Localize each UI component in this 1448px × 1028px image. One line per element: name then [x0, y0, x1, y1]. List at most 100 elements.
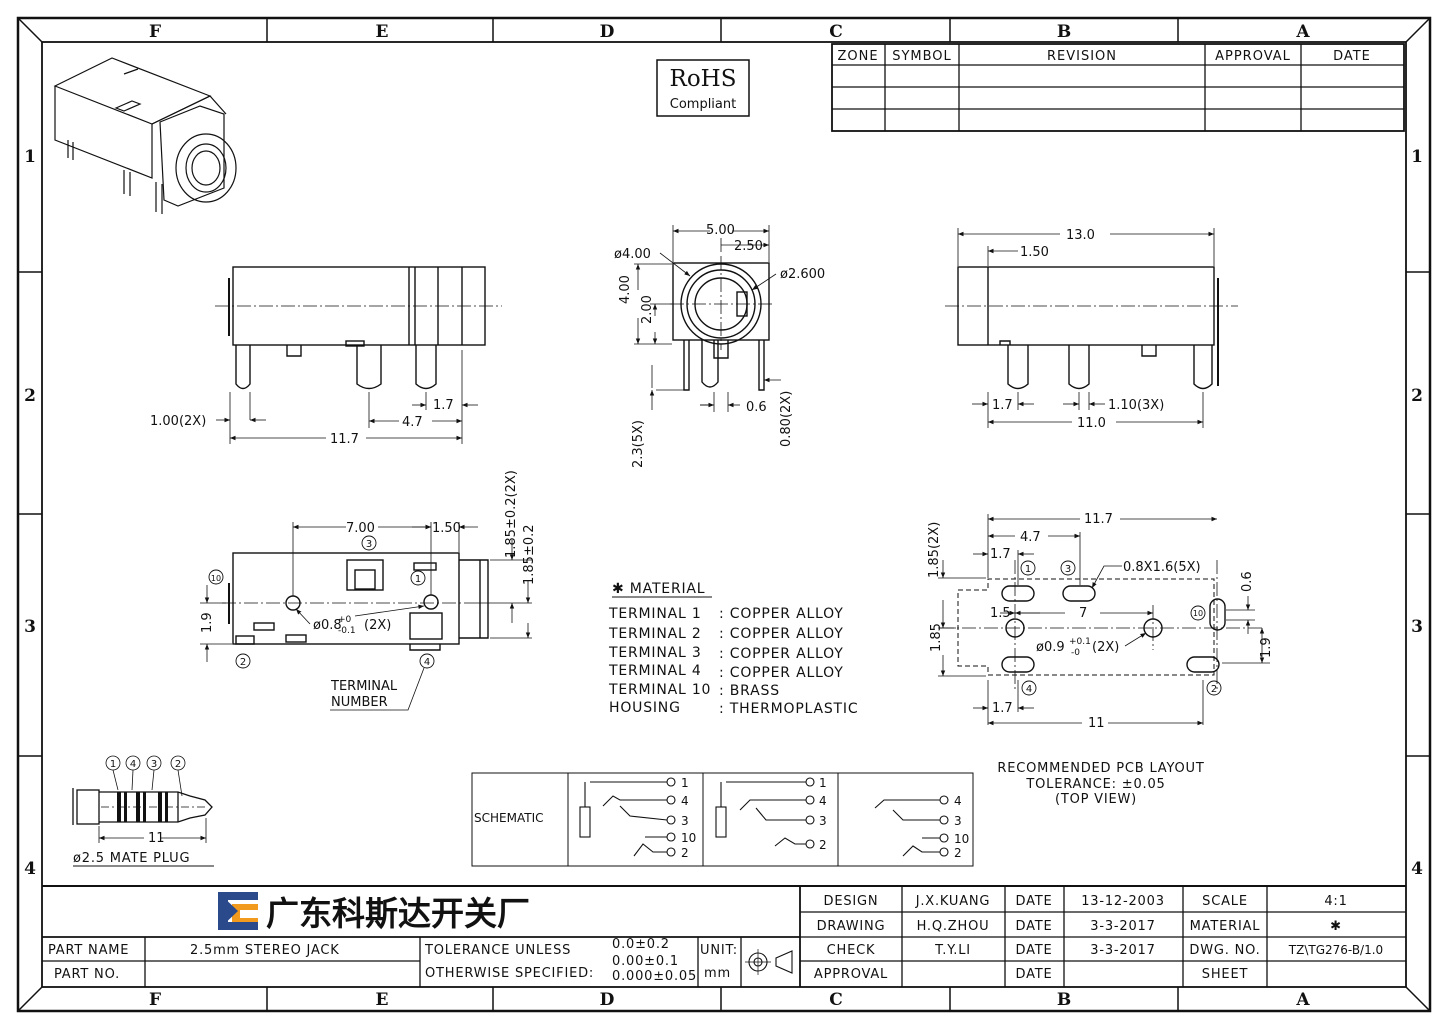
dim-1-85: 1.85±0.2 [522, 524, 537, 585]
company-name: 广东科斯达开关厂 [266, 894, 530, 933]
pcb-hole-dia: ø0.9 [1036, 640, 1065, 655]
dim-dia-2-600: ø2.600 [780, 267, 825, 282]
schematic-c1-3: 3 [681, 814, 689, 828]
dim-1-10-3x: 1.10(3X) [1108, 398, 1164, 413]
revision-table: ZONE SYMBOL REVISION APPROVAL DATE [831, 43, 1405, 132]
schematic-c2-4: 4 [819, 794, 827, 808]
unit-label: UNIT: [700, 943, 738, 958]
scale-value: 4:1 [1324, 894, 1347, 909]
pcb-dim-11-7: 11.7 [1084, 512, 1113, 527]
design-name: J.X.KUANG [915, 894, 991, 909]
part-name-label: PART NAME [48, 943, 129, 958]
approval-date-label: DATE [1015, 967, 1052, 982]
terminal-number-label-2: NUMBER [331, 695, 388, 710]
approval-role: APPROVAL [814, 967, 888, 982]
pcb-caption-2: TOLERANCE: ±0.05 [1025, 777, 1165, 792]
pcb-hole-tol-up: +0.1 [1069, 637, 1091, 647]
col-label-b-bottom: B [1057, 990, 1071, 1010]
projection-symbol-icon [745, 949, 793, 975]
dim-1-50: 1.50 [432, 521, 461, 536]
check-name: T.Y.LI [934, 943, 971, 958]
row-label-3-right: 3 [1411, 617, 1423, 637]
drawing-role: DRAWING [817, 919, 886, 934]
schematic-box: SCHEMATIC 1 4 3 10 2 1 4 3 2 [471, 772, 974, 867]
col-label-f-top: F [149, 22, 161, 42]
title-block: 广东科斯达开关厂 PART NAME 2.5mm STEREO JACK PAR… [42, 885, 1406, 987]
material-label: MATERIAL [1190, 919, 1261, 934]
plug-callout-3: 3 [151, 759, 157, 770]
plug-callout-2: 2 [175, 759, 181, 770]
dim-4-7: 4.7 [402, 415, 423, 430]
pcb-callout-2: 2 [1211, 684, 1217, 695]
dwg-no-label: DWG. NO. [1189, 943, 1260, 958]
check-date-label: DATE [1015, 943, 1052, 958]
terminal-callout-4: 4 [424, 657, 430, 668]
hole-tol-up: +0 [338, 615, 352, 625]
pcb-callout-10: 10 [1193, 609, 1203, 618]
row-label-1-right: 1 [1411, 147, 1423, 167]
pcb-caption-3: (TOP VIEW) [1055, 792, 1137, 807]
hole-tol-dn: -0.1 [338, 626, 356, 636]
pcb-dim-0-6: 0.6 [1240, 571, 1255, 592]
material-row-4-name: TERMINAL 4 [608, 663, 702, 679]
rev-header-symbol: SYMBOL [892, 49, 952, 64]
schematic-c1-1: 1 [681, 776, 689, 790]
tolerance-value-2: 0.00±0.1 [612, 954, 679, 969]
terminal-callout-3: 3 [366, 539, 372, 550]
material-row-3-name: TERMINAL 3 [608, 645, 702, 661]
row-label-4-right: 4 [1411, 859, 1423, 879]
bottom-view: 7.00 1.50 1.85±0.2(2X) 1.85±0.2 1.9 ø0.8… [200, 470, 537, 711]
material-row-5-name: TERMINAL 10 [608, 682, 711, 698]
dim-2-50: 2.50 [734, 239, 763, 254]
pcb-hole-count: (2X) [1092, 640, 1119, 655]
dim-1-50: 1.50 [1020, 245, 1049, 260]
schematic-c2-3: 3 [819, 814, 827, 828]
row-label-1-left: 1 [24, 147, 36, 167]
dim-1-85-2x: 1.85±0.2(2X) [504, 470, 519, 558]
pcb-callout-1: 1 [1025, 564, 1031, 575]
row-label-2-left: 2 [24, 386, 36, 406]
col-label-e-top: E [376, 22, 389, 42]
col-label-d-bottom: D [600, 990, 615, 1010]
material-row-5-value: : BRASS [719, 683, 780, 699]
right-view: 13.0 1.50 1.7 1.10(3X) 11.0 [945, 228, 1238, 431]
isometric-view [53, 57, 237, 214]
terminal-callout-1: 1 [415, 574, 421, 585]
pcb-hole-tol-dn: -0 [1071, 648, 1080, 658]
mate-plug: 1 4 3 2 11 ø2.5 MATE PLUG [72, 755, 214, 867]
tolerance-value-3: 0.000±0.05 [612, 969, 697, 984]
dim-0-80-2x: 0.80(2X) [779, 391, 794, 447]
drawing-date: 3-3-2017 [1090, 919, 1155, 934]
terminal-number-label-1: TERMINAL [330, 679, 398, 694]
schematic-c2-2: 2 [819, 838, 827, 852]
drawing-frame [16, 16, 1432, 1013]
pcb-callout-4: 4 [1026, 684, 1032, 695]
dim-11-0: 11.0 [1077, 416, 1106, 431]
rohs-title: RoHS [670, 66, 737, 92]
side-view: 1.00(2X) 1.7 4.7 11.7 [150, 266, 502, 447]
schematic-c1-2: 2 [681, 846, 689, 860]
row-label-4-left: 4 [24, 859, 36, 879]
pcb-dim-1-85: 1.85 [929, 623, 944, 652]
dim-1-7: 1.7 [992, 398, 1013, 413]
schematic-c1-4: 4 [681, 794, 689, 808]
unit-value: mm [704, 966, 731, 981]
dim-terminal-width: 1.00(2X) [150, 414, 206, 429]
col-label-c-top: C [829, 22, 843, 42]
schematic-c3-4: 4 [954, 794, 962, 808]
zone-labels: F E D C B A F E D C B A 1 2 3 4 1 2 3 4 [24, 22, 1423, 1010]
col-label-a-top: A [1295, 22, 1310, 42]
tolerance-label-2: OTHERWISE SPECIFIED: [425, 966, 594, 981]
material-row-6-value: : THERMOPLASTIC [719, 701, 858, 717]
pcb-layout: 11.7 4.7 1.7 0.8X1.6(5X) 0.6 1.85(2X) 1.… [927, 512, 1274, 807]
pcb-dim-1-7-bottom: 1.7 [992, 701, 1013, 716]
front-view: 5.00 2.50 ø4.00 ø2.600 4.00 2.00 0.6 2.3… [614, 223, 825, 468]
check-role: CHECK [827, 943, 876, 958]
part-name-value: 2.5mm STEREO JACK [190, 943, 340, 958]
plug-callout-4: 4 [130, 759, 136, 770]
dim-4-00: 4.00 [618, 275, 633, 304]
pcb-dim-1-9: 1.9 [1259, 637, 1274, 658]
rev-header-approval: APPROVAL [1215, 49, 1291, 64]
pcb-dim-slot: 0.8X1.6(5X) [1123, 560, 1201, 575]
